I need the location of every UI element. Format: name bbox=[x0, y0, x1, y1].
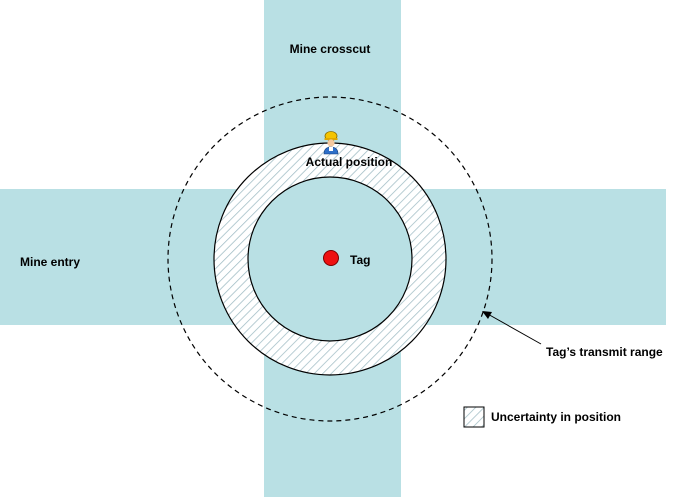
label-mine-entry: Mine entry bbox=[20, 255, 80, 269]
tag-dot-icon bbox=[323, 250, 339, 266]
legend-uncertainty-label: Uncertainty in position bbox=[491, 410, 621, 424]
label-tag: Tag bbox=[350, 253, 370, 267]
legend-uncertainty-swatch bbox=[463, 406, 485, 428]
label-mine-crosscut: Mine crosscut bbox=[290, 42, 371, 56]
transmit-range-circle bbox=[167, 96, 493, 422]
legend: Uncertainty in position bbox=[463, 406, 621, 428]
inner-position-circle bbox=[247, 176, 413, 342]
label-transmit-range: Tag’s transmit range bbox=[546, 345, 663, 359]
label-actual-position: Actual position bbox=[306, 155, 393, 169]
transmit-range-arrowhead bbox=[482, 311, 492, 319]
transmit-range-pointer-line bbox=[485, 312, 542, 345]
miner-person-icon bbox=[323, 131, 339, 155]
